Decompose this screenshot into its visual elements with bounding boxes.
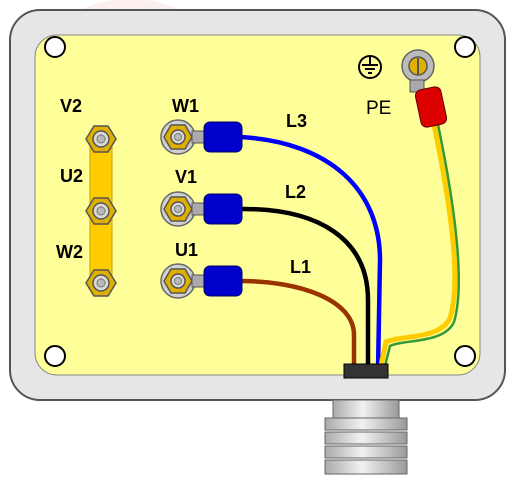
terminal-u1-ring bbox=[160, 263, 196, 299]
label-w1: W1 bbox=[172, 96, 199, 116]
cable-gland bbox=[324, 363, 408, 475]
terminal-w1-ring bbox=[160, 119, 196, 155]
wire-l1 bbox=[239, 278, 357, 370]
protective-earth-icon bbox=[358, 55, 382, 79]
lug-u1 bbox=[191, 265, 243, 297]
label-u2: U2 bbox=[60, 166, 83, 186]
wire-pe-green bbox=[382, 114, 461, 371]
lug-w1 bbox=[191, 121, 243, 153]
label-u1: U1 bbox=[175, 240, 198, 260]
label-l2: L2 bbox=[285, 182, 306, 202]
mounting-screw-bottom-right bbox=[454, 345, 476, 367]
label-l3: L3 bbox=[286, 111, 307, 131]
mounting-screw-top-left bbox=[44, 36, 66, 58]
mounting-screw-bottom-left bbox=[44, 345, 66, 367]
label-v2: V2 bbox=[60, 96, 82, 116]
wire-pe-yellow bbox=[377, 114, 458, 371]
label-l1: L1 bbox=[290, 257, 311, 277]
label-pe: PE bbox=[366, 98, 391, 119]
wire-l3 bbox=[239, 134, 383, 371]
mounting-screw-top-right bbox=[454, 36, 476, 58]
label-v1: V1 bbox=[175, 167, 197, 187]
lug-v1 bbox=[191, 193, 243, 225]
pe-terminal bbox=[401, 49, 448, 128]
label-w2: W2 bbox=[56, 242, 83, 262]
terminal-v1-ring bbox=[160, 191, 196, 227]
wire-l2 bbox=[239, 206, 371, 370]
